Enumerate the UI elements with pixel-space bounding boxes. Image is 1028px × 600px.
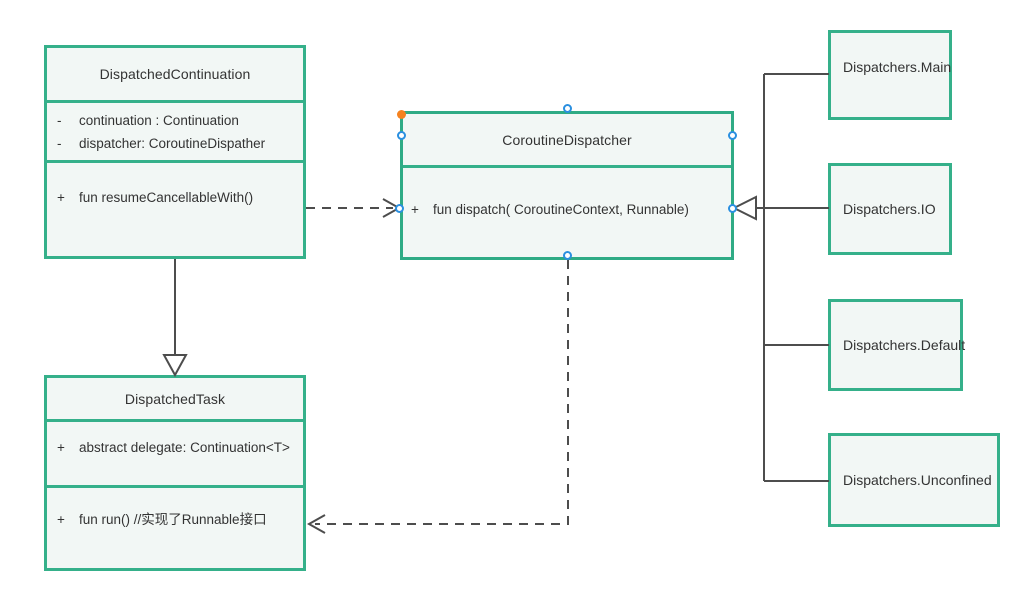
attribute-signature: continuation : Continuation	[79, 112, 239, 128]
class-operations-compartment: + fun run() //实现了Runnable接口	[47, 485, 303, 568]
operation-row[interactable]: + fun dispatch( CoroutineContext, Runnab…	[411, 198, 721, 221]
class-node-coroutine-dispatcher[interactable]: CoroutineDispatcher + fun dispatch( Coro…	[400, 111, 734, 260]
operation-signature: fun run() //实现了Runnable接口	[79, 511, 267, 527]
anchor-dot-icon[interactable]	[397, 110, 406, 119]
resize-handle-left[interactable]	[397, 131, 406, 140]
visibility-marker: +	[57, 440, 65, 455]
connection-handle-right[interactable]	[728, 204, 737, 213]
class-operations-compartment: + fun resumeCancellableWith()	[47, 160, 303, 256]
edge-generalization-continuation-to-task[interactable]	[162, 259, 188, 378]
visibility-marker: -	[57, 112, 62, 128]
class-operations-compartment: + fun dispatch( CoroutineContext, Runnab…	[403, 165, 731, 257]
attribute-row[interactable]: - continuation : Continuation	[57, 109, 293, 132]
attribute-row[interactable]: - dispatcher: CoroutineDispather	[57, 132, 293, 155]
edge-dependency-continuation-to-dispatcher[interactable]	[306, 198, 402, 218]
class-node-dispatchers-unconfined[interactable]: Dispatchers.Unconfined	[828, 433, 1000, 527]
operation-row[interactable]: + fun resumeCancellableWith()	[57, 186, 293, 209]
visibility-marker: +	[411, 202, 419, 217]
attribute-signature: abstract delegate: Continuation<T>	[79, 440, 290, 455]
class-node-dispatched-task[interactable]: DispatchedTask + abstract delegate: Cont…	[44, 375, 306, 571]
class-attributes-compartment: + abstract delegate: Continuation<T>	[47, 419, 303, 485]
class-name-label: Dispatchers.Unconfined	[843, 472, 992, 488]
visibility-marker: +	[57, 511, 65, 527]
class-node-dispatchers-main[interactable]: Dispatchers.Main	[828, 30, 952, 120]
class-name-label: Dispatchers.IO	[843, 201, 936, 217]
resize-handle-right[interactable]	[728, 131, 737, 140]
class-title-compartment: DispatchedTask	[47, 378, 303, 419]
visibility-marker: +	[57, 190, 65, 205]
class-name-label: DispatchedContinuation	[99, 66, 251, 82]
edge-dependency-dispatcher-to-task[interactable]	[306, 260, 569, 534]
class-attributes-compartment: - continuation : Continuation - dispatch…	[47, 100, 303, 160]
class-node-dispatched-continuation[interactable]: DispatchedContinuation - continuation : …	[44, 45, 306, 259]
resize-handle-bottom[interactable]	[563, 251, 572, 260]
operation-signature: fun dispatch( CoroutineContext, Runnable…	[433, 202, 689, 217]
class-name-label: DispatchedTask	[124, 390, 226, 407]
operation-row[interactable]: + fun run() //实现了Runnable接口	[57, 508, 293, 531]
operation-signature: fun resumeCancellableWith()	[79, 190, 254, 205]
resize-handle-top[interactable]	[563, 104, 572, 113]
class-name-label: Dispatchers.Main	[843, 59, 952, 75]
class-node-dispatchers-io[interactable]: Dispatchers.IO	[828, 163, 952, 255]
class-name-label: CoroutineDispatcher	[502, 131, 632, 148]
attribute-signature: dispatcher: CoroutineDispather	[79, 135, 266, 151]
class-title-compartment: CoroutineDispatcher	[403, 114, 731, 165]
connection-handle-left[interactable]	[395, 204, 404, 213]
class-name-label: Dispatchers.Default	[843, 337, 966, 353]
attribute-row[interactable]: + abstract delegate: Continuation<T>	[57, 436, 293, 459]
visibility-marker: -	[57, 135, 62, 151]
class-title-compartment: DispatchedContinuation	[47, 48, 303, 100]
class-node-dispatchers-default[interactable]: Dispatchers.Default	[828, 299, 966, 391]
edge-generalization-dispatchers-tree[interactable]	[731, 73, 829, 482]
